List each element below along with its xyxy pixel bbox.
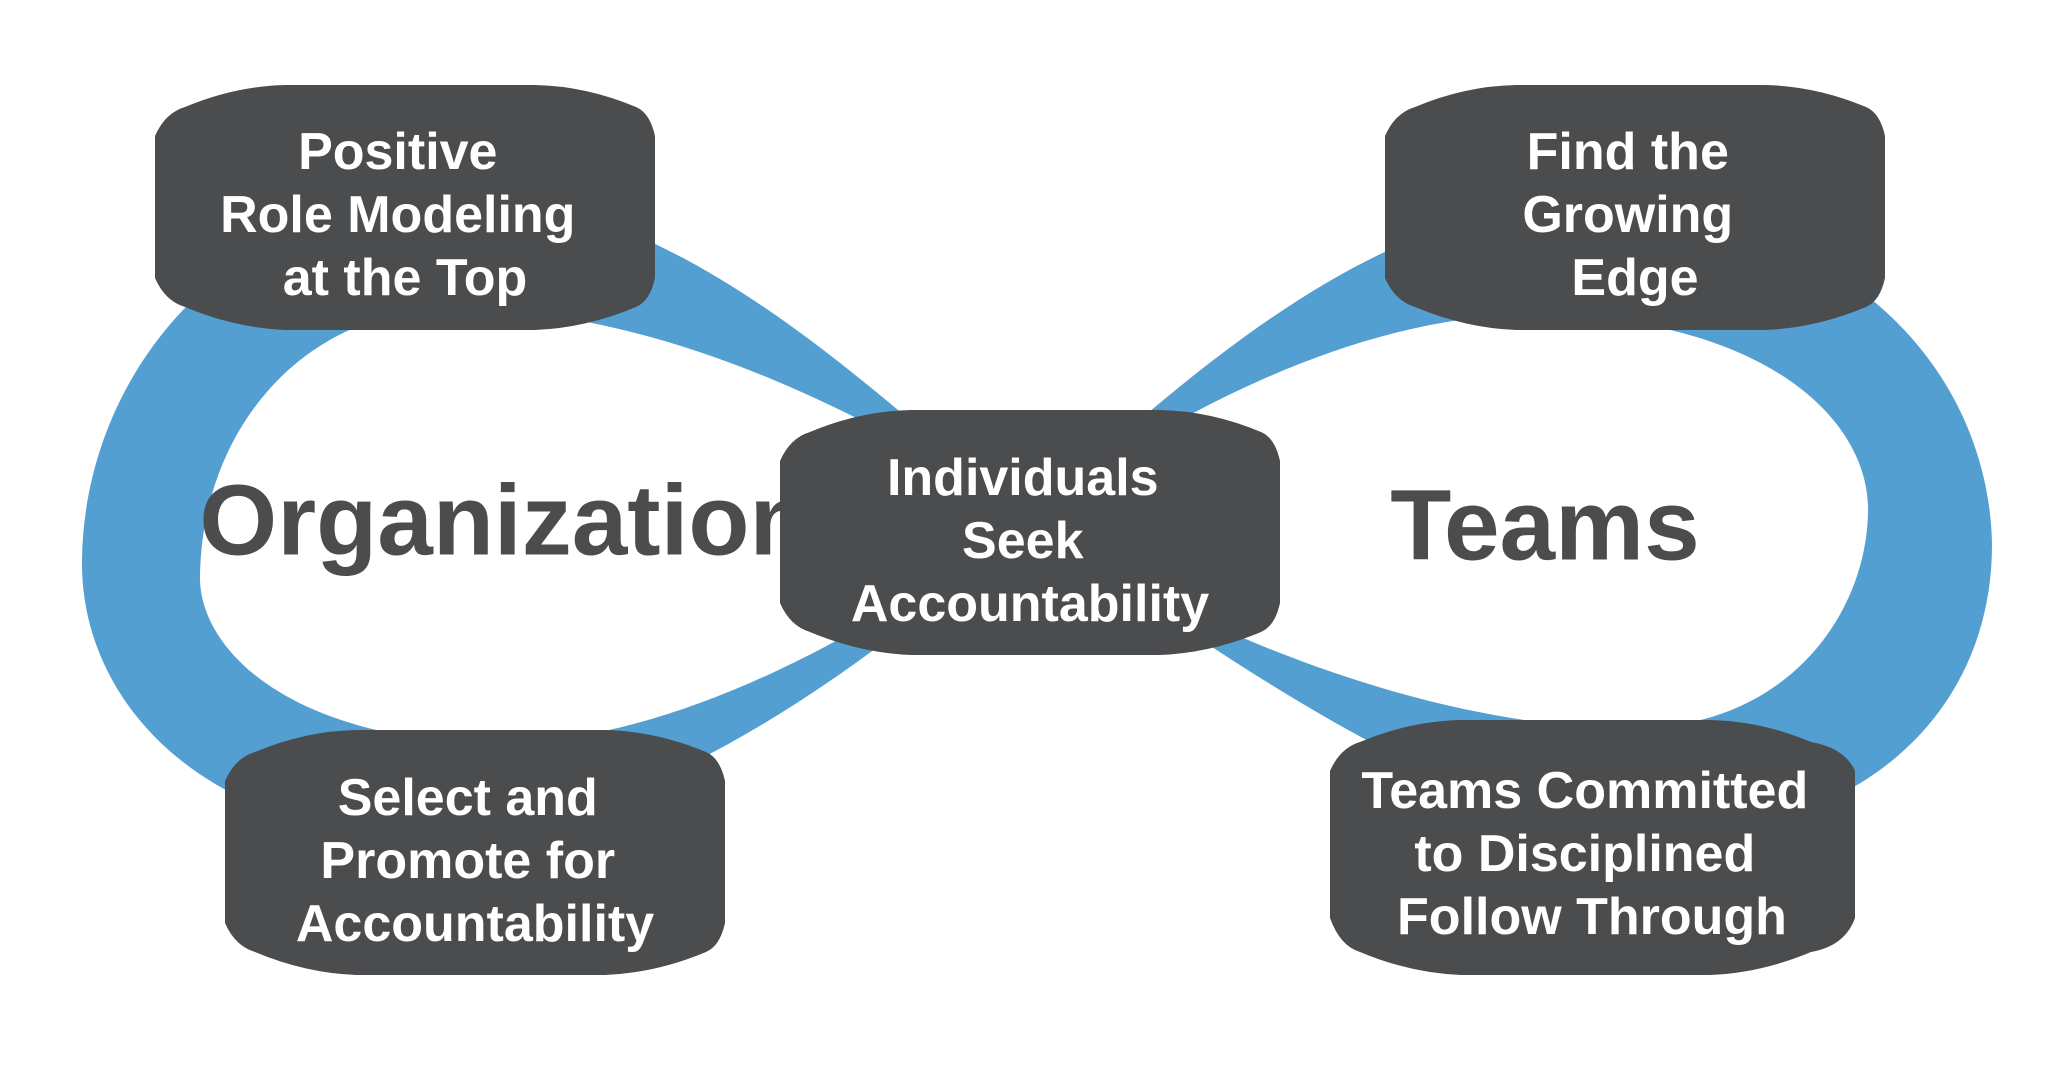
- node-bottom-left-line: Accountability: [296, 895, 654, 953]
- node-bottom-left-shape: [225, 730, 725, 975]
- label-teams: Teams: [1390, 469, 1699, 581]
- node-bottom-right-line: to Disciplined: [1414, 825, 1755, 883]
- node-bottom-right-text: Teams Committed to Disciplined Follow Th…: [1361, 762, 1822, 946]
- node-top-right-line: Edge: [1571, 249, 1698, 307]
- node-top-left-line: Positive: [298, 123, 497, 181]
- node-center-text: Individuals Seek Accountability: [851, 449, 1209, 633]
- node-center-line: Accountability: [851, 575, 1209, 633]
- node-center-shape: [780, 410, 1280, 655]
- node-top-right-line: Growing: [1522, 186, 1733, 244]
- node-top-right-shape: [1385, 85, 1885, 330]
- node-top-left-line: Role Modeling: [220, 186, 575, 244]
- node-center-line: Seek: [962, 512, 1084, 570]
- node-top-right-line: Find the: [1527, 123, 1729, 181]
- node-bottom-left-line: Promote for: [320, 832, 615, 890]
- node-bottom-right-shape: [1330, 720, 1855, 975]
- node-bottom-right-line: Teams Committed: [1361, 762, 1808, 820]
- label-organization: Organization: [199, 464, 810, 576]
- node-top-left-text: Positive Role Modeling at the Top: [220, 123, 590, 307]
- node-center-line: Individuals: [887, 449, 1159, 507]
- node-top-left-shape: [155, 85, 655, 330]
- node-top-right-text: Find the Growing Edge: [1522, 123, 1747, 307]
- node-bottom-right-line: Follow Through: [1397, 888, 1787, 946]
- node-top-left-line: at the Top: [283, 249, 528, 307]
- node-bottom-left-line: Select and: [338, 769, 598, 827]
- node-bottom-left-text: Select and Promote for Accountability: [296, 769, 654, 953]
